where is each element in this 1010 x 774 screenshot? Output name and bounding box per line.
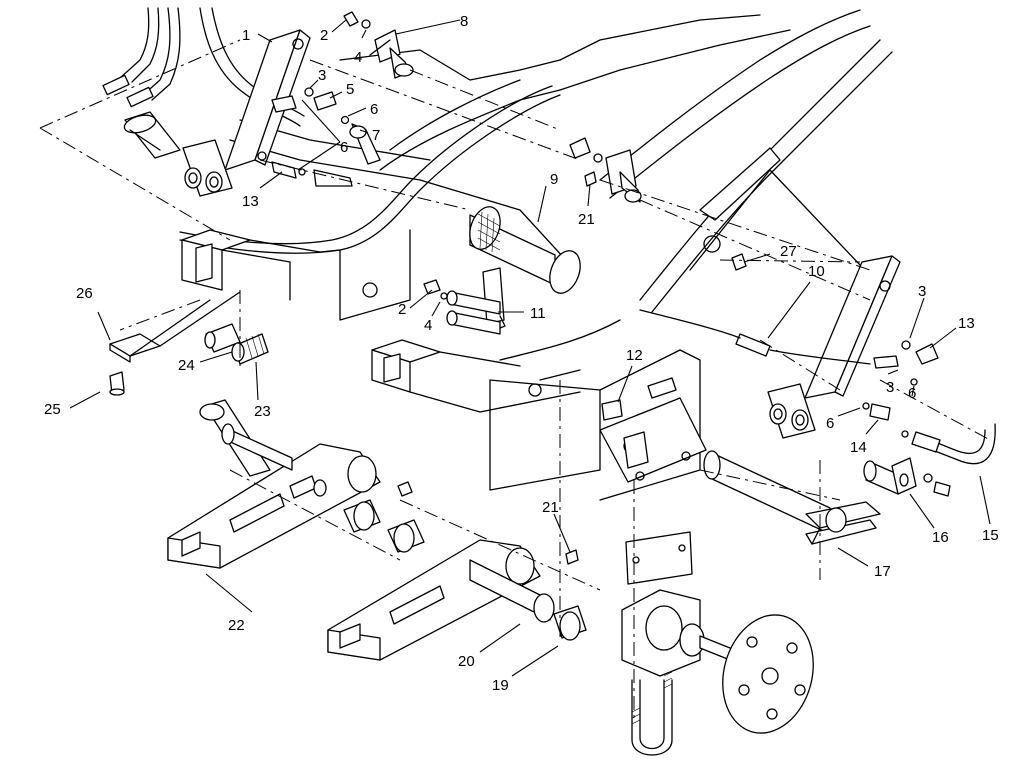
parts-23-24-bushings [204,323,269,365]
callout-23: 23 [254,403,271,420]
callout-8: 8 [460,13,468,30]
callout-3: 3 [318,67,326,84]
callout-21: 21 [578,211,595,228]
callout-6: 6 [340,139,348,156]
callout-13: 13 [242,193,259,210]
cylinder-knurl [477,211,501,253]
callout-6: 6 [370,101,378,118]
part-17-cross-shaft [703,450,881,545]
callout-26: 26 [76,285,93,302]
part-22-left-arm [167,399,413,569]
part-15-hose [911,423,996,465]
callout-6: 6 [826,415,834,432]
callout-27: 27 [780,243,797,260]
callout-6: 6 [908,385,916,402]
callout-15: 15 [982,527,999,544]
callout-25: 25 [44,401,61,418]
wheel-hub-assembly [621,531,814,756]
callout-21: 21 [542,499,559,516]
callout-4: 4 [354,49,362,66]
callout-19: 19 [492,677,509,694]
hydraulic-hoses-top-left [102,7,305,127]
callout-14: 14 [850,439,867,456]
part-25-screw [109,371,125,396]
right-side-plate [689,147,861,271]
pin-top-left [123,111,181,159]
callout-5: 5 [346,81,354,98]
right-fittings [862,340,939,438]
part-20-right-arm [327,539,587,661]
callout-3: 3 [886,379,894,396]
callout-4: 4 [424,317,432,334]
square-tube-middle [371,319,621,413]
callout-10: 10 [808,263,825,280]
cylinder-top [229,119,581,294]
leader-lines [69,19,991,677]
callout-1: 1 [242,27,250,44]
callout-24: 24 [178,357,195,374]
callout-9: 9 [550,171,558,188]
fasteners-top [257,11,381,187]
callout-22: 22 [228,617,245,634]
callout-20: 20 [458,653,475,670]
part-11-bracket [423,267,506,335]
callout-16: 16 [932,529,949,546]
callout-7: 7 [372,127,380,144]
center-bracket [489,349,707,501]
callout-3: 3 [918,283,926,300]
callout-17: 17 [874,563,891,580]
callout-labels: 1 2 3 4 5 6 6 7 8 9 10 11 12 13 13 14 15… [44,13,999,694]
callout-2: 2 [320,27,328,44]
callout-11: 11 [530,305,546,322]
part-8-pin [369,29,414,79]
callout-12: 12 [626,347,643,364]
part-26-plate [109,291,241,363]
square-tube-upper-left [181,229,411,321]
callout-13: 13 [958,315,975,332]
assembly-centerlines [39,39,991,720]
callout-2: 2 [398,301,406,318]
part-10-hose [639,309,871,365]
center-bushings [343,499,425,553]
part-16-pin [863,457,951,497]
pin-upper-right [569,137,642,203]
